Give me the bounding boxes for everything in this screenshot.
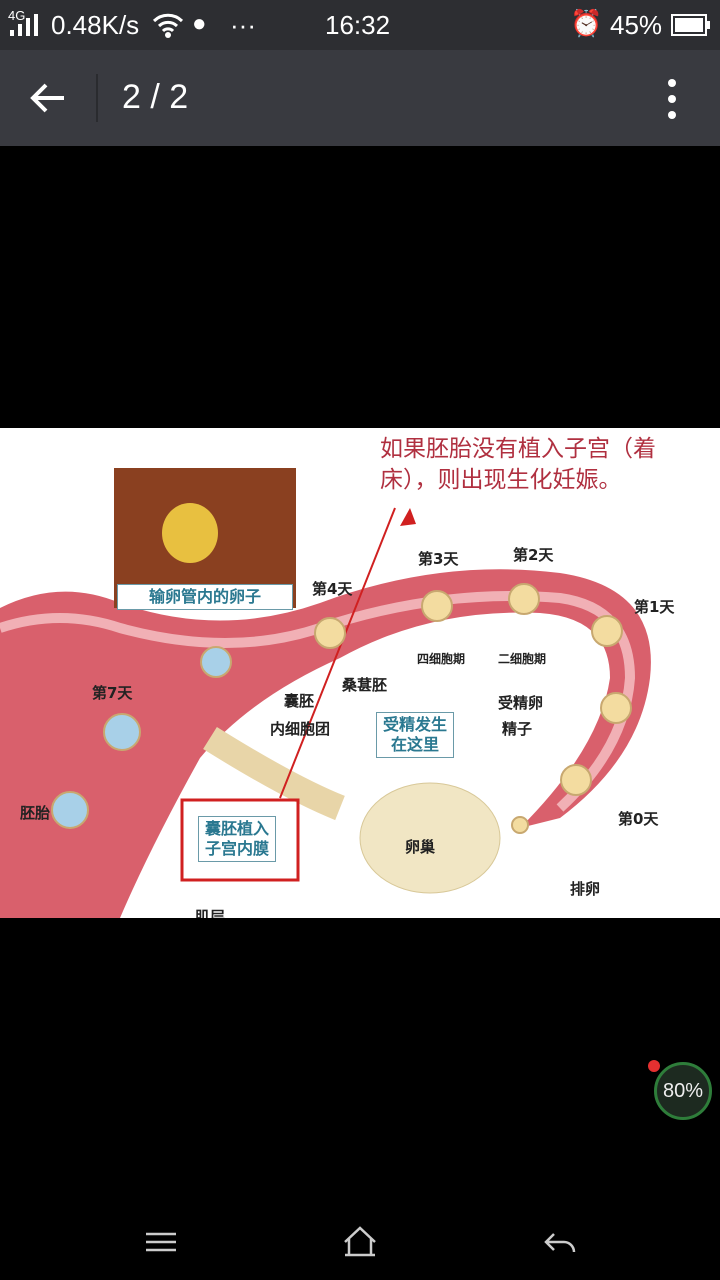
label-sperm: 精子 xyxy=(502,720,533,738)
label-embryo: 胚胎 xyxy=(20,804,51,822)
divider xyxy=(96,74,98,122)
label-ovulation: 排卵 xyxy=(570,880,601,898)
label-ovary: 卵巢 xyxy=(405,838,436,856)
notification-dot xyxy=(648,1060,660,1072)
inset-caption: 输卵管内的卵子 xyxy=(117,584,293,610)
navigation-bar xyxy=(0,1200,720,1280)
note-text: 如果胚胎没有植入子宫（着床），则出现生化妊娠。 xyxy=(380,436,656,493)
label-four-cell: 四细胞期 xyxy=(417,652,466,666)
net-speed: 0.48K/s xyxy=(51,10,140,40)
clock: 16:32 xyxy=(325,10,391,40)
wifi-icon xyxy=(152,13,184,38)
label-day4: 第4天 xyxy=(312,580,353,598)
alarm-icon: ⏰ xyxy=(570,8,603,38)
label-day0: 第0天 xyxy=(618,810,659,828)
arrow-left-icon[interactable] xyxy=(28,80,68,116)
toolbar: 2 / 2 xyxy=(0,50,720,146)
home-icon[interactable] xyxy=(340,1222,380,1262)
label-day2: 第2天 xyxy=(513,546,554,564)
back-icon[interactable] xyxy=(540,1222,580,1262)
label-two-cell: 二细胞期 xyxy=(498,652,547,666)
label-day3: 第3天 xyxy=(418,550,459,568)
label-morula: 桑葚胚 xyxy=(342,676,388,694)
battery-level: 45% xyxy=(610,10,663,40)
menu-icon[interactable] xyxy=(142,1222,182,1262)
implant-box: 囊胚植入 子宫内膜 xyxy=(198,816,277,862)
network-type: 4G xyxy=(8,8,26,23)
label-muscle: 肌层 xyxy=(195,908,226,918)
reproductive-diagram xyxy=(0,468,651,918)
label-blastocyst: 囊胚 xyxy=(284,692,315,710)
fertilization-box: 受精发生 在这里 xyxy=(376,712,455,758)
wechat-icon: ● xyxy=(192,10,207,37)
label-day1: 第1天 xyxy=(634,598,675,616)
memory-boost-badge[interactable]: 80% xyxy=(654,1062,712,1120)
more-notifications: ··· xyxy=(230,10,256,40)
label-zygote: 受精卵 xyxy=(498,694,544,712)
label-inner-cell-mass: 内细胞团 xyxy=(270,720,331,738)
more-vertical-icon[interactable] xyxy=(662,78,682,122)
page-counter: 2 / 2 xyxy=(122,78,189,116)
image-viewer[interactable]: 如果胚胎没有植入子宫（着床），则出现生化妊娠。 输卵管内的卵子 第3天 第2天 … xyxy=(0,428,720,918)
status-bar: 4G 0.48K/s ● ··· 16:32 ⏰ 45% xyxy=(0,0,720,50)
label-day7: 第7天 xyxy=(92,684,133,702)
battery-icon xyxy=(671,14,710,36)
signal-icon xyxy=(10,14,38,36)
